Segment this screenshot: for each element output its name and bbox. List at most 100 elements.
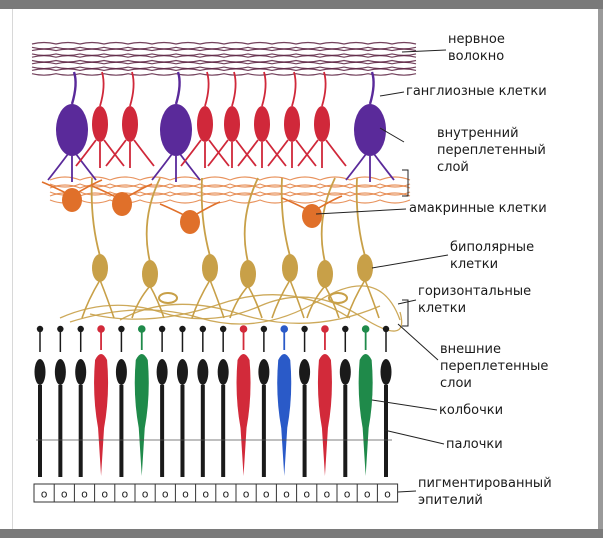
ganglion-axon — [100, 72, 104, 106]
nerve-fiber-line — [32, 62, 416, 64]
bipolar-cell-body — [202, 254, 218, 282]
amacrine-cells — [42, 180, 342, 234]
bipolar-axon — [282, 178, 290, 256]
bipolar-dendrite — [365, 280, 379, 318]
ganglion-axon — [262, 72, 266, 106]
inner-plexiform-process — [50, 177, 410, 180]
ganglion-cell-small — [314, 106, 330, 142]
label-leader-line — [380, 92, 404, 96]
rod-nucleus — [157, 359, 168, 385]
ganglion-axon — [322, 72, 326, 106]
amacrine-cell-body — [112, 192, 132, 216]
ganglion-dendrite — [106, 140, 154, 168]
cone-terminal — [138, 325, 146, 333]
bipolar-dendrite — [210, 280, 224, 318]
cone-terminal — [362, 325, 370, 333]
rod-terminal — [37, 326, 43, 332]
ganglion-axon — [130, 72, 134, 106]
rod-nucleus — [381, 359, 392, 385]
ganglion-axon — [370, 72, 374, 104]
rod-outer-segment — [119, 385, 123, 477]
pigment-cell-nucleus: o — [344, 488, 351, 501]
cone-outer-segment — [322, 428, 328, 476]
rod-terminal — [118, 326, 124, 332]
pigment-cell-nucleus: o — [41, 488, 48, 501]
rod-outer-segment — [180, 385, 184, 477]
pigment-cell-nucleus: o — [243, 488, 250, 501]
amacrine-cell-body — [62, 188, 82, 212]
nerve-fiber-line — [32, 56, 416, 58]
horizontal-cell-body — [159, 293, 177, 303]
rod-nucleus — [75, 359, 86, 385]
rod-nucleus — [177, 359, 188, 385]
ganglion-axon — [232, 72, 236, 106]
bipolar-cell-body — [92, 254, 108, 282]
ganglion-cell-small — [197, 106, 213, 142]
label-inner-plexiform-line1: внутренний — [437, 125, 546, 142]
pigment-cell-nucleus: o — [303, 488, 310, 501]
ganglion-axon — [205, 72, 209, 106]
rod-outer-segment — [303, 385, 307, 477]
rod-terminal — [159, 326, 165, 332]
label-leader-line — [402, 50, 446, 52]
rod-nucleus — [55, 359, 66, 385]
rod-nucleus — [35, 359, 46, 385]
nerve-fiber-line — [32, 69, 416, 71]
label-bipolar-line1: биполярные — [450, 239, 534, 256]
rod-terminal — [342, 326, 348, 332]
horizontal-cell-process — [120, 304, 380, 323]
label-amacrine: амакринные клетки — [409, 200, 547, 217]
cone-terminal — [97, 325, 105, 333]
label-outer-plexiform-line1: внешние — [440, 341, 548, 358]
label-horizontal-line1: горизонтальные — [418, 283, 531, 300]
label-nerve-fiber-line1: нервное — [448, 31, 505, 48]
outer-plexiform-bracket — [402, 300, 408, 326]
cone-outer-segment — [241, 428, 247, 476]
rod-terminal — [383, 326, 389, 332]
bipolar-dendrite — [82, 280, 100, 318]
rod-terminal — [57, 326, 63, 332]
pigment-cell-nucleus: o — [202, 488, 209, 501]
ganglion-cell-large — [56, 104, 88, 156]
ganglion-cell-small — [224, 106, 240, 142]
cone-outer-segment — [98, 428, 104, 476]
rod-outer-segment — [343, 385, 347, 477]
rod-terminal — [179, 326, 185, 332]
rod-terminal — [78, 326, 84, 332]
label-pigment-line2: эпителий — [418, 492, 552, 509]
cone-terminal — [280, 325, 288, 333]
ganglion-dendrite — [298, 140, 346, 168]
bipolar-dendrite — [248, 286, 262, 318]
label-horizontal: горизонтальные клетки — [418, 283, 531, 317]
pigment-cell-nucleus: o — [283, 488, 290, 501]
label-inner-plexiform-line3: слой — [437, 159, 546, 176]
label-cones: колбочки — [439, 402, 503, 419]
ganglion-cell-small — [92, 106, 108, 142]
rod-outer-segment — [221, 385, 225, 477]
rod-outer-segment — [58, 385, 62, 477]
rod-outer-segment — [201, 385, 205, 477]
ganglion-cell-large — [354, 104, 386, 156]
rod-terminal — [301, 326, 307, 332]
bipolar-axon — [245, 178, 258, 262]
rod-nucleus — [116, 359, 127, 385]
bipolar-axon — [322, 178, 335, 262]
cone-outer-segment — [281, 428, 287, 476]
pigment-cell-nucleus: o — [81, 488, 88, 501]
rod-nucleus — [340, 359, 351, 385]
rod-nucleus — [218, 359, 229, 385]
bipolar-axon — [357, 178, 365, 256]
amacrine-cell-body — [302, 204, 322, 228]
cone-terminal — [240, 325, 248, 333]
cone-body — [318, 354, 332, 428]
bipolar-dendrite — [192, 280, 210, 318]
cone-body — [135, 354, 149, 428]
bipolar-cell-body — [240, 260, 256, 288]
amacrine-cell-body — [180, 210, 200, 234]
nerve-fiber-line — [32, 43, 416, 45]
pigment-cell-nucleus: o — [101, 488, 108, 501]
rod-outer-segment — [38, 385, 42, 477]
label-inner-plexiform-line2: переплетенный — [437, 142, 546, 159]
label-outer-plexiform-line2: переплетенные — [440, 358, 548, 375]
pigment-cell-nucleus: o — [182, 488, 189, 501]
